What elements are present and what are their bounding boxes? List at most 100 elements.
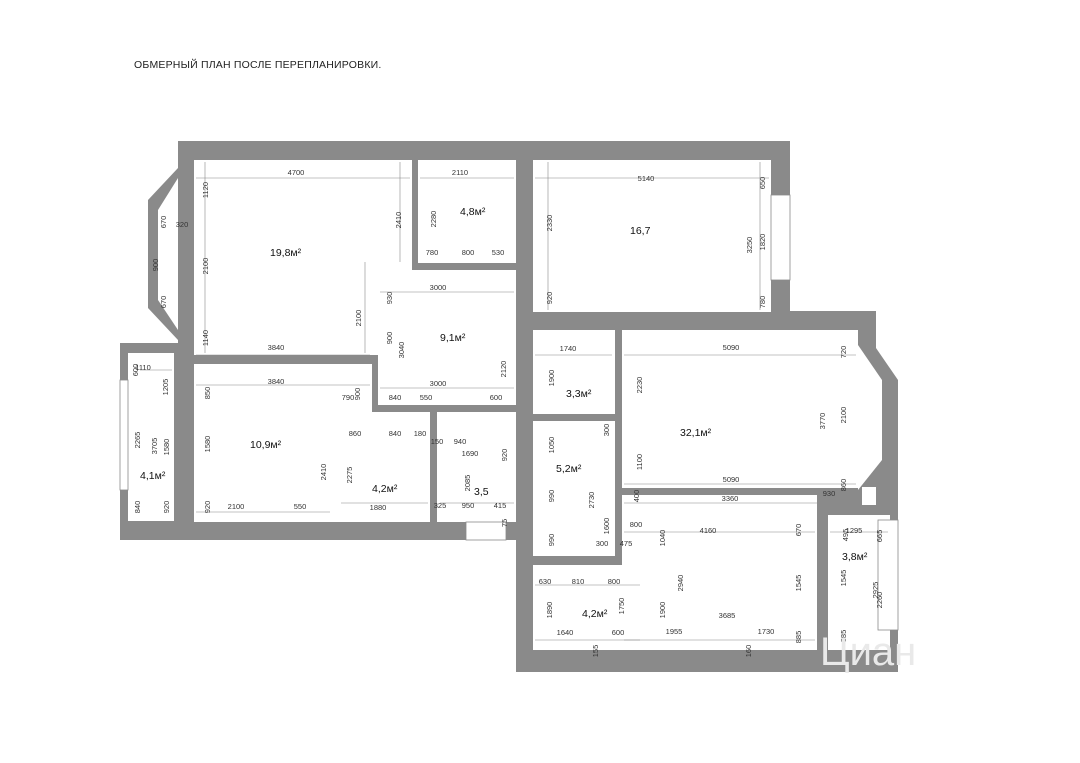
dimension-label: 990 <box>547 490 556 503</box>
room-floor-r7 <box>339 412 430 522</box>
dimension-label: 550 <box>420 393 433 402</box>
dimension-label: 920 <box>162 501 171 514</box>
room-area-r8: 3,5 <box>474 486 489 498</box>
dimension-label: 2280 <box>429 211 438 228</box>
room-area-r1: 19,8м² <box>270 247 302 259</box>
dimension-label: 150 <box>431 437 444 446</box>
windows <box>119 194 899 631</box>
dimension-label: 300 <box>602 424 611 437</box>
dimension-label: 2940 <box>676 575 685 592</box>
dimension-label: 400 <box>632 490 641 503</box>
dimension-label: 2120 <box>499 361 508 378</box>
dimension-label: 3685 <box>719 611 736 620</box>
dimension-label: 1545 <box>839 570 848 587</box>
dimension-label: 1580 <box>203 436 212 453</box>
dimension-label: 5090 <box>723 475 740 484</box>
dimension-label: 2410 <box>319 464 328 481</box>
dimension-label: 1955 <box>666 627 683 636</box>
dimension-label: 550 <box>294 502 307 511</box>
dimension-label: 2260 <box>875 592 884 609</box>
dimension-label: 3840 <box>268 377 285 386</box>
room-area-r5: 10,9м² <box>250 439 282 451</box>
dimension-label: 950 <box>462 501 475 510</box>
dimension-label: 600 <box>131 364 140 377</box>
dimension-label: 720 <box>839 346 848 359</box>
room-area-r12: 4,2м² <box>582 608 608 620</box>
dimension-label: 1890 <box>545 602 554 619</box>
dimension-label: 1640 <box>557 628 574 637</box>
dimension-label: 1900 <box>658 602 667 619</box>
dimension-label: 2085 <box>463 475 472 492</box>
dimension-label: 5140 <box>638 174 655 183</box>
dimension-label: 1110 <box>135 363 151 372</box>
room-labels: 19,8м² 4,8м² 16,7 9,1м² 10,9м² 4,1м² 4,2… <box>140 206 868 620</box>
dimension-label: 3000 <box>430 379 447 388</box>
room-floor-r9 <box>533 330 615 414</box>
dimension-label: 790 <box>342 393 355 402</box>
plan-title: ОБМЕРНЫЙ ПЛАН ПОСЛЕ ПЕРЕПЛАНИРОВКИ. <box>134 59 382 71</box>
dimension-label: 1100 <box>635 454 644 470</box>
dimension-label: 920 <box>203 501 212 514</box>
dimension-label: 475 <box>620 539 633 548</box>
dimension-label: 670 <box>794 524 803 537</box>
dimension-label: 800 <box>630 520 643 529</box>
dimension-label: 1750 <box>617 598 626 615</box>
dimension-label: 650 <box>758 177 767 190</box>
rooms <box>128 160 890 650</box>
dimension-label: 180 <box>414 429 427 438</box>
dimension-label: 920 <box>500 449 509 462</box>
dimension-label: 3040 <box>397 342 406 359</box>
dimension-labels: 4700112032067090067021001140241021003840… <box>131 168 884 657</box>
dimension-label: 1880 <box>370 503 387 512</box>
room-area-r10: 32,1м² <box>680 427 712 439</box>
dimension-label: 600 <box>612 628 625 637</box>
dimension-label: 5090 <box>723 343 740 352</box>
dimension-label: 810 <box>572 577 585 586</box>
dimension-label: 2100 <box>354 310 363 327</box>
dimension-label: 920 <box>545 292 554 305</box>
dimension-label: 900 <box>151 259 160 272</box>
dimension-label: 1040 <box>658 530 667 547</box>
room-area-r9: 3,3м² <box>566 388 592 400</box>
room-area-r6: 4,1м² <box>140 470 166 482</box>
dimension-label: 1050 <box>547 437 556 454</box>
room-floor-r4 <box>378 270 516 405</box>
dimension-label: 930 <box>823 489 836 498</box>
bay-left <box>158 178 178 330</box>
dimension-label: 1205 <box>161 379 170 396</box>
dimension-label: 530 <box>492 248 505 257</box>
dimension-label: 3360 <box>722 494 739 503</box>
room-area-r13: 3,8м² <box>842 551 868 563</box>
dimension-lines <box>140 162 888 641</box>
bay-right <box>858 345 882 490</box>
dimension-label: 155 <box>591 645 600 658</box>
room-area-r2: 4,8м² <box>460 206 486 218</box>
dimension-label: 1120 <box>201 182 210 198</box>
dimension-label: 4700 <box>288 168 305 177</box>
dimension-label: 2100 <box>839 407 848 424</box>
dimension-label: 630 <box>539 577 552 586</box>
room-floor-r10 <box>622 330 858 488</box>
dimension-label: 885 <box>839 630 848 643</box>
room-area-r7: 4,2м² <box>372 483 398 495</box>
dimension-label: 2275 <box>345 467 354 484</box>
dimension-label: 800 <box>462 248 475 257</box>
dimension-label: 885 <box>794 631 803 644</box>
dimension-label: 3000 <box>430 283 447 292</box>
room-floor-r3 <box>533 160 771 312</box>
dimension-label: 1600 <box>602 518 611 535</box>
dimension-label: 1740 <box>560 344 577 353</box>
dimension-label: 1690 <box>462 449 479 458</box>
dimension-label: 160 <box>744 645 753 658</box>
room-area-r4: 9,1м² <box>440 332 466 344</box>
room-floor-r6 <box>128 353 174 521</box>
dimension-label: 415 <box>494 501 507 510</box>
dimension-label: 665 <box>875 530 884 543</box>
dimension-label: 860 <box>839 479 848 492</box>
room-floor-r1 <box>194 160 412 355</box>
dimension-label: 495 <box>841 529 850 542</box>
dimension-label: 2410 <box>394 212 403 229</box>
dimension-label: 940 <box>454 437 467 446</box>
dimension-label: 840 <box>389 429 402 438</box>
dimension-label: 320 <box>176 220 189 229</box>
